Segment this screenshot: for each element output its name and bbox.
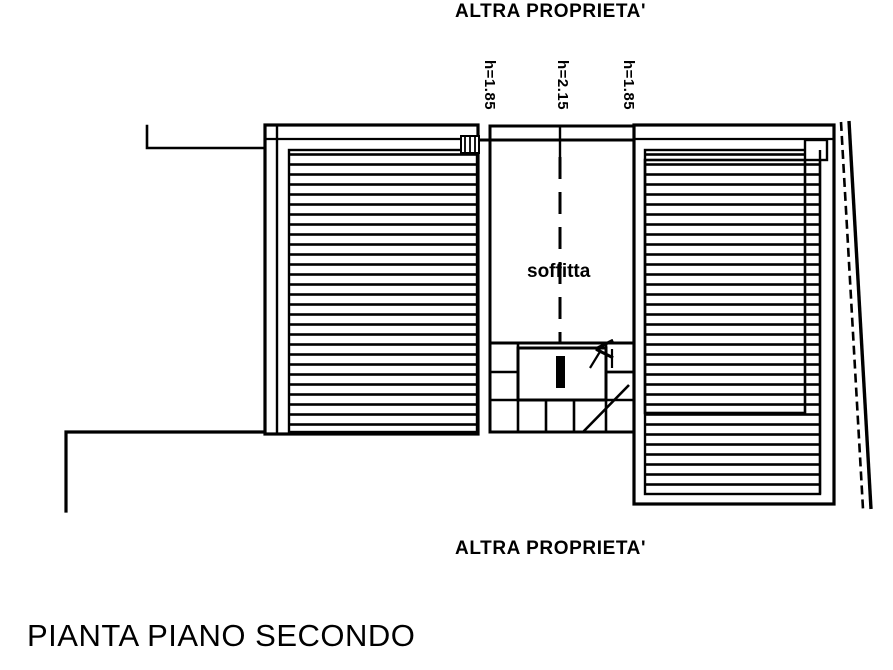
site-boundary-lines: [64, 124, 270, 513]
bottom-boundary-label: ALTRA PROPRIETA': [455, 538, 647, 559]
plan-title: PIANTA PIANO SECONDO: [27, 618, 416, 653]
height-label-center: h=2.15: [554, 60, 571, 111]
stair-break-line: [582, 384, 630, 433]
soffitta-room: [478, 124, 646, 345]
staircase: [488, 343, 636, 434]
room-label-soffitta: soffitta: [527, 261, 591, 282]
height-label-left: h=1.85: [481, 60, 498, 111]
left-wing-sloped-roof-area: [263, 123, 480, 436]
top-boundary-label: ALTRA PROPRIETA': [455, 1, 647, 22]
right-wing-sloped-roof-area: [632, 120, 873, 510]
height-label-right: h=1.85: [620, 60, 637, 111]
window-opening-symbol: [460, 135, 480, 154]
slanted-outer-wall: [839, 120, 873, 510]
